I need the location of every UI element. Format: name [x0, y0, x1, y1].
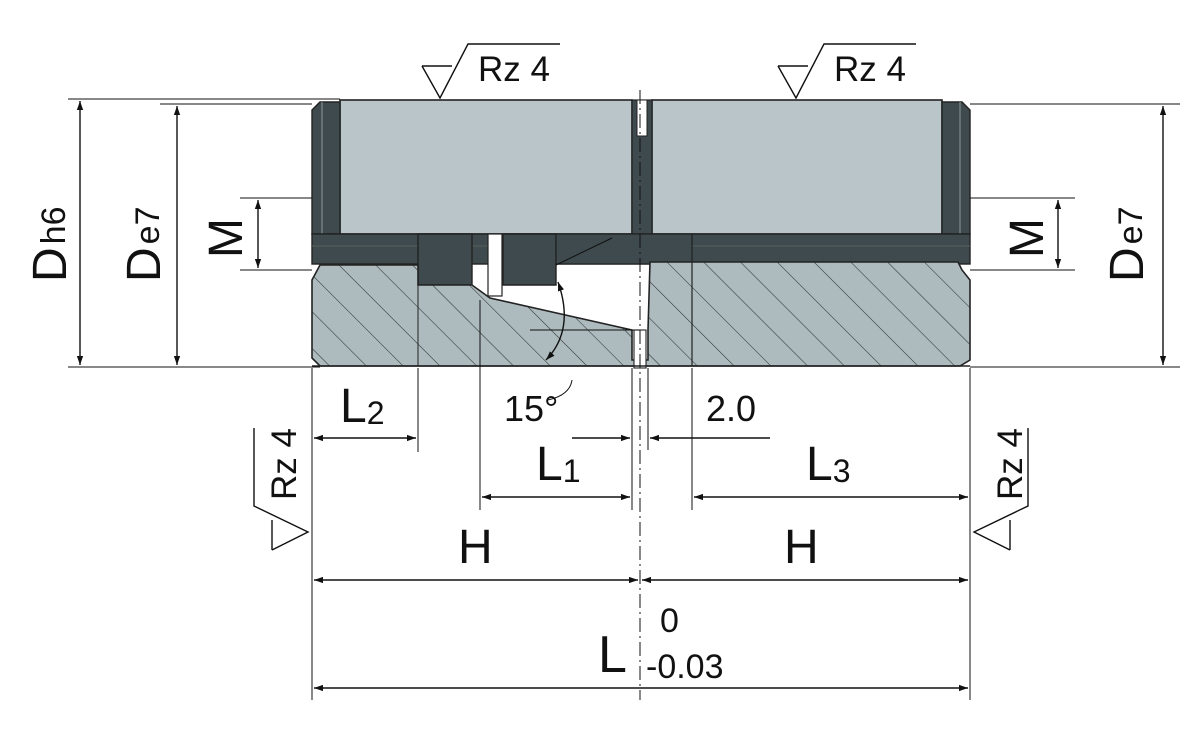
finish-label-side-left: Rz 4 — [265, 428, 304, 500]
label-d-e7-left-tol: e7 — [129, 207, 167, 245]
label-l-total: L — [598, 626, 627, 684]
label-d-h6-tol: h6 — [35, 207, 73, 245]
label-l3: L3 — [806, 438, 851, 491]
surface-finish-side-left: Rz 4 — [253, 428, 310, 551]
surface-finish-side-right: Rz 4 — [972, 428, 1030, 551]
label-d-e7-right-tol: e7 — [1112, 207, 1150, 245]
label-d-e7-left: De7 — [118, 207, 171, 283]
center-recess — [502, 233, 557, 286]
svg-text:De7: De7 — [118, 207, 171, 283]
label-m-right: M — [1001, 218, 1054, 258]
label-angle: 15° — [504, 388, 558, 429]
right-recess — [555, 233, 693, 265]
label-gap: 2.0 — [706, 388, 756, 429]
right-block — [651, 99, 943, 235]
surface-finish-top-left: Rz 4 — [421, 43, 560, 100]
label-l1: L1 — [536, 438, 581, 491]
left-recess — [417, 233, 473, 286]
surface-finish-top-right: Rz 4 — [777, 43, 916, 100]
finish-label-side-right: Rz 4 — [991, 428, 1030, 500]
label-m-left: M — [200, 218, 253, 258]
label-h-left: H — [458, 521, 493, 574]
part-body — [311, 99, 971, 369]
label-m-left-text: M — [200, 218, 253, 258]
label-h-right: H — [784, 521, 819, 574]
label-d-e7-right: De7 — [1101, 207, 1154, 283]
finish-label-top-right: Rz 4 — [834, 50, 906, 89]
right-dark-edge — [941, 101, 971, 235]
extension-lines — [68, 98, 1180, 700]
label-d-e7-right-symbol: D — [1101, 247, 1154, 282]
label-l-lower-tol: -0.03 — [646, 648, 724, 686]
finish-label-top-left: Rz 4 — [478, 50, 550, 89]
left-dark-edge — [311, 101, 341, 235]
label-l2: L2 — [340, 380, 385, 433]
dimension-lines — [76, 101, 1167, 692]
label-d-h6-symbol: D — [24, 247, 77, 282]
label-m-right-text: M — [1001, 218, 1054, 258]
label-d-e7-left-symbol: D — [118, 247, 171, 282]
svg-text:Dh6: Dh6 — [24, 207, 77, 283]
left-block — [339, 99, 633, 235]
svg-text:De7: De7 — [1101, 207, 1154, 283]
label-l-upper-tol: 0 — [660, 602, 679, 640]
label-d-h6: Dh6 — [24, 207, 77, 283]
groove — [487, 233, 503, 297]
